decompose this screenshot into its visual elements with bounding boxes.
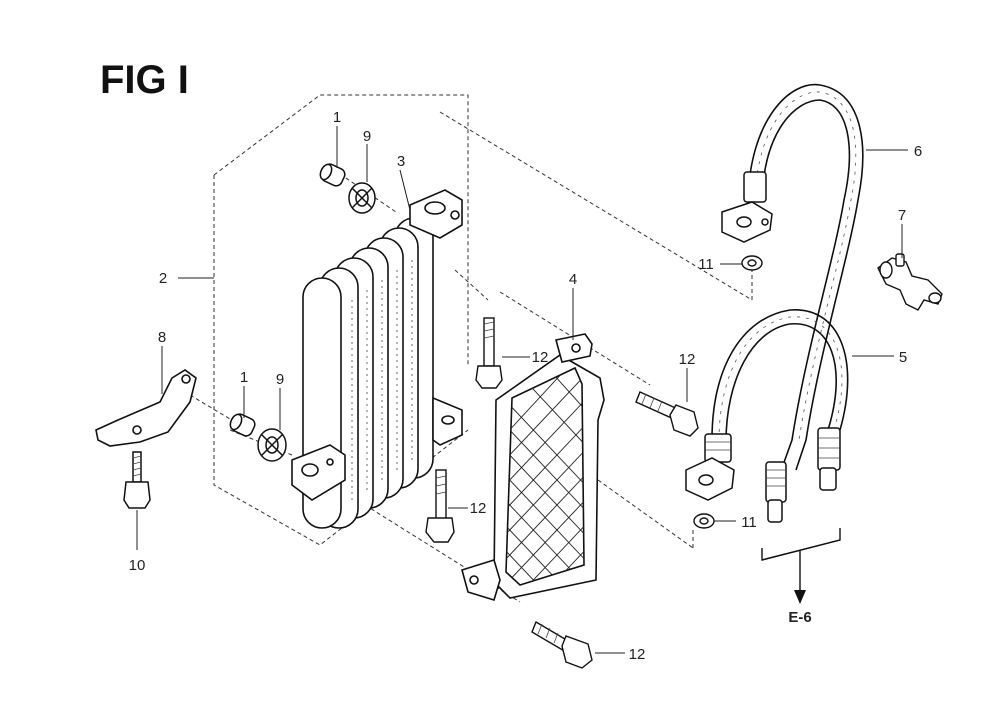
washer-11-bottom	[693, 513, 715, 529]
cover-grille-4	[461, 333, 605, 602]
hose-5-fitting-right	[817, 427, 841, 491]
radiator-core	[291, 189, 463, 529]
hose-6-fitting-top	[721, 171, 773, 243]
callout-1-mid: 1	[240, 369, 248, 386]
stay-8	[95, 369, 197, 447]
callout-11-bottom: 11	[741, 514, 757, 531]
callout-6: 6	[914, 143, 922, 160]
callout-4: 4	[569, 271, 577, 288]
reference-label: E-6	[788, 609, 811, 626]
callout-12-d: 12	[629, 646, 646, 663]
callout-5: 5	[899, 349, 907, 366]
callout-9-top: 9	[363, 128, 371, 145]
washer-11-top	[741, 255, 763, 271]
callout-numbers: 1 9 3 2 4 8 1 9 10 12 12 12 12 6 7 11 5 …	[129, 109, 923, 663]
hose-5	[711, 309, 849, 443]
callout-lines	[136, 126, 908, 654]
hose-6	[747, 83, 864, 471]
clamp-7	[877, 253, 943, 311]
leader-lines	[189, 111, 753, 603]
callout-12-a: 12	[532, 349, 549, 366]
callout-10: 10	[129, 557, 146, 574]
callout-1-top: 1	[333, 109, 341, 126]
bolt-12-right	[635, 391, 699, 437]
grommet-9-mid	[257, 428, 287, 462]
figure-title: FIG I	[100, 58, 189, 102]
reference-arrowhead	[794, 590, 806, 604]
callout-11-top: 11	[698, 256, 714, 273]
bolt-12-bottom	[531, 620, 593, 669]
callout-9-mid: 9	[276, 371, 284, 388]
bolt-10	[123, 451, 151, 509]
bolt-12-lower-mid	[425, 469, 455, 543]
callout-2: 2	[159, 270, 167, 287]
collar-1-top	[319, 163, 346, 187]
collar-1-mid	[229, 413, 256, 437]
callout-12-b: 12	[679, 351, 696, 368]
reference-arrow	[761, 528, 841, 598]
hose-5-fitting-left	[685, 433, 735, 501]
callout-3: 3	[397, 153, 405, 170]
callout-8: 8	[158, 329, 166, 346]
bolt-12-upper-left	[475, 317, 503, 389]
grommet-9-top	[348, 182, 376, 214]
callout-7: 7	[898, 207, 906, 224]
callout-12-c: 12	[470, 500, 487, 517]
hose-6-fitting-bottom	[765, 461, 787, 523]
